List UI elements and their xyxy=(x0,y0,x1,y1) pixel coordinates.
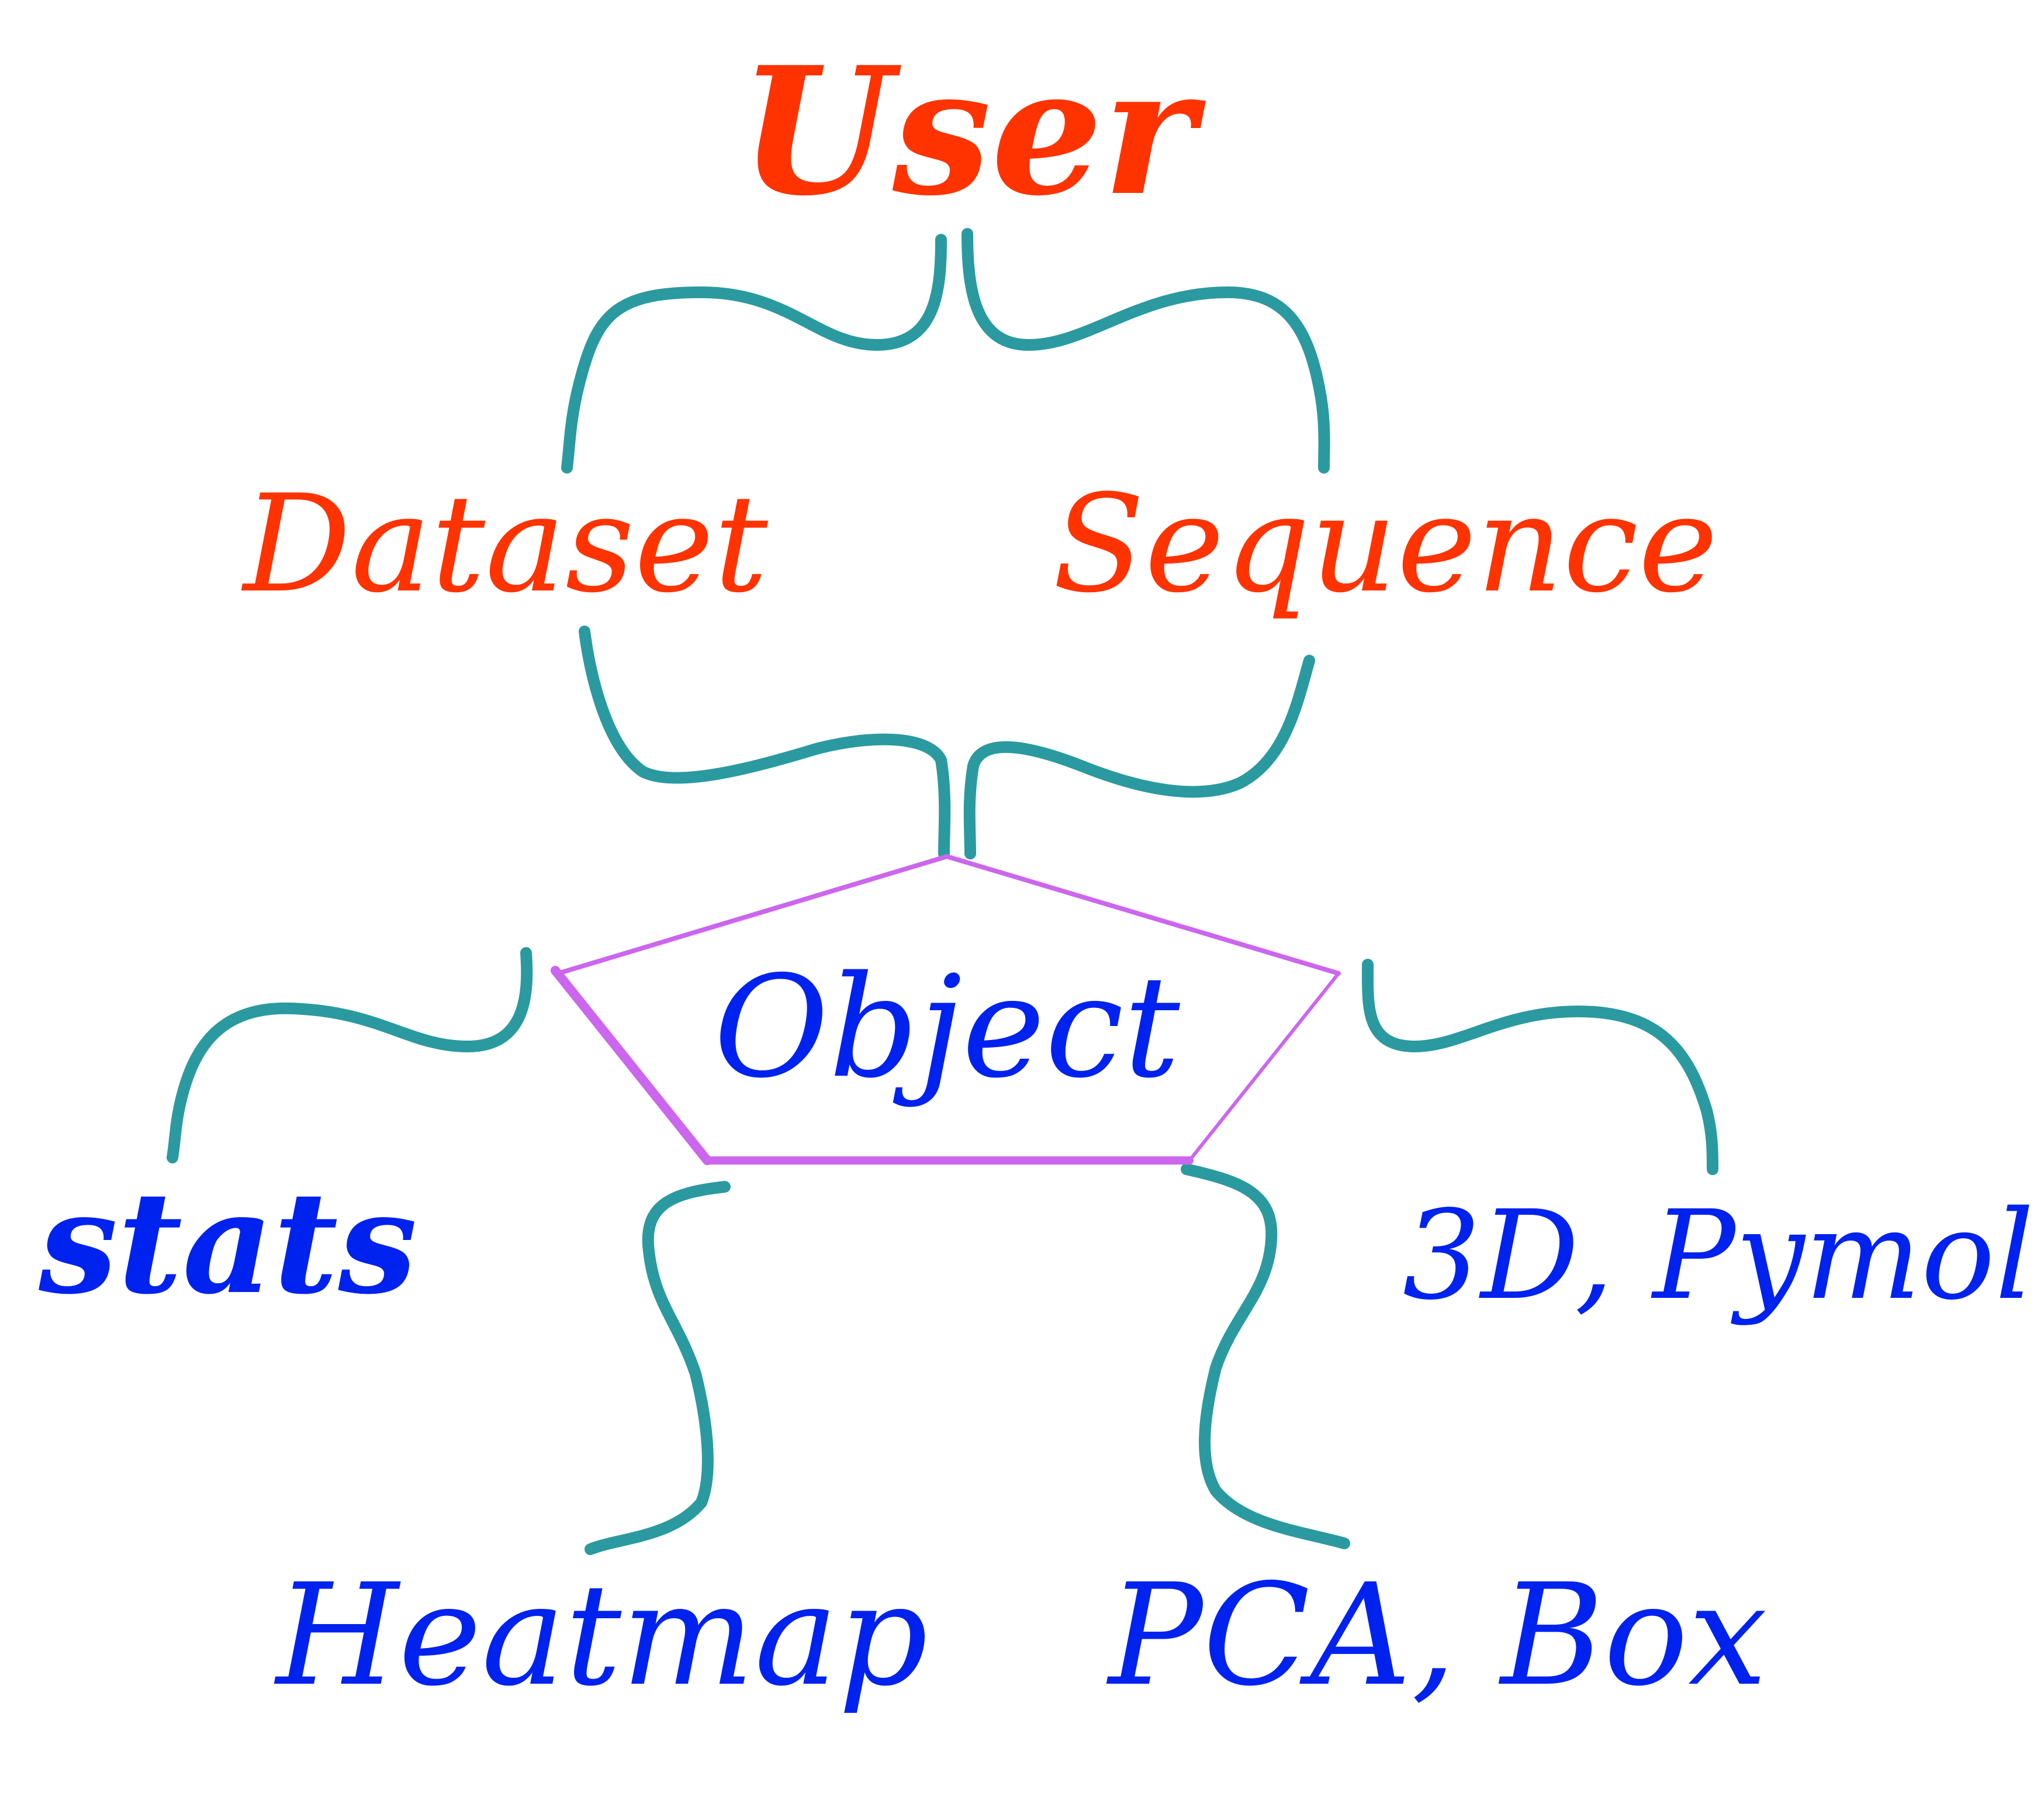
node-heatmap-label: Heatmap xyxy=(274,1553,928,1717)
node-dataset-label: Dataset xyxy=(241,467,768,623)
object-pentagon xyxy=(551,854,1341,1165)
brace-object-heatmap xyxy=(585,1181,731,1555)
pentagon-left-edge xyxy=(551,966,712,1165)
node-pca-label: PCA, Box xyxy=(1106,1553,1767,1717)
brace-user-left xyxy=(561,234,947,474)
brace-user-children xyxy=(561,228,1330,474)
brace-object-pca xyxy=(1181,1163,1350,1549)
node-object-label: Object xyxy=(714,945,1180,1109)
node-sequence-label: Sequence xyxy=(1053,467,1718,623)
node-stats-label: stats xyxy=(38,1160,417,1325)
pentagon-right-edge xyxy=(1188,972,1340,1162)
node-pymol-label: 3D, Pymol xyxy=(1403,1184,2035,1327)
brace-object-parents xyxy=(579,626,1315,859)
brace-object-stats xyxy=(167,947,533,1163)
brace-sequence-object xyxy=(963,655,1315,859)
brace-object-pymol xyxy=(1361,959,1718,1175)
brace-dataset-object xyxy=(579,626,951,859)
pentagon-top-right-edge xyxy=(945,854,1341,976)
pentagon-top-left-edge xyxy=(556,854,949,976)
brace-user-right xyxy=(962,228,1330,474)
node-user-label: User xyxy=(739,28,1207,234)
